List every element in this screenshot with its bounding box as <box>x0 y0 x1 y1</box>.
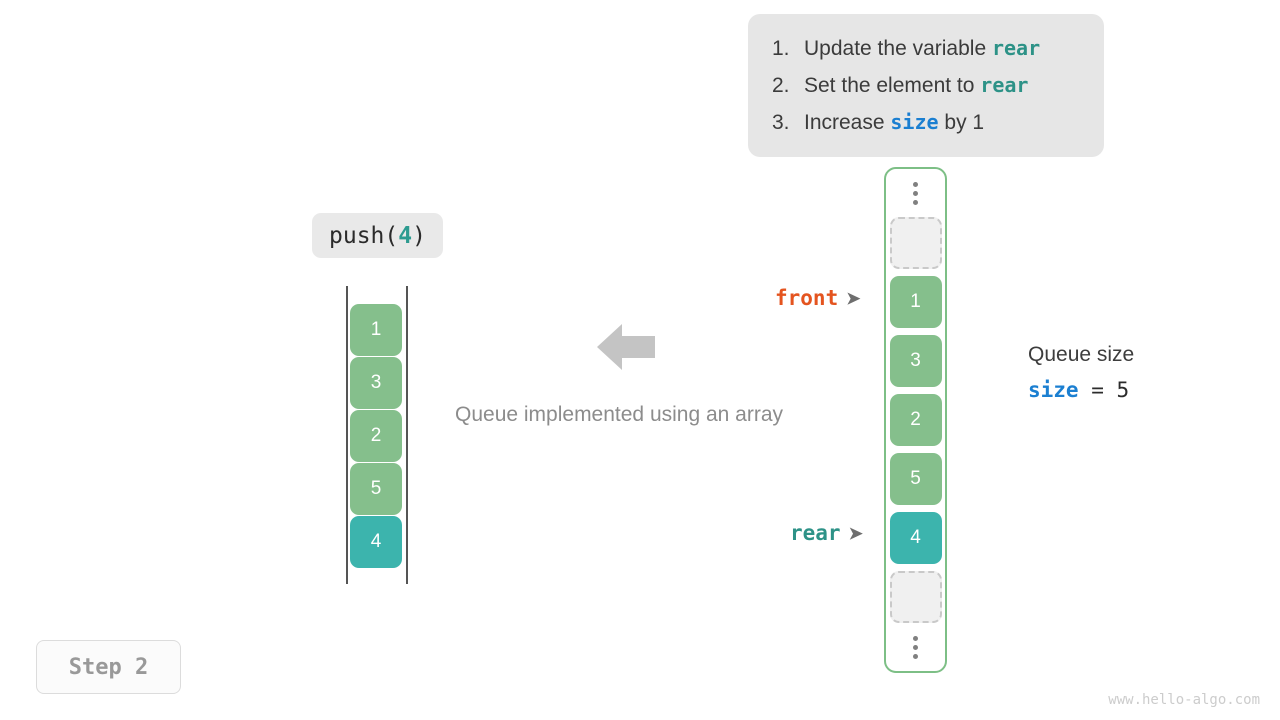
instruction-text: Update the variable rear <box>804 36 1041 60</box>
arrow-right-icon: ➤ <box>848 523 863 543</box>
keyword-size: size <box>890 110 939 134</box>
instruction-number: 2. <box>772 74 790 97</box>
instruction-item-3: 3. Increase size by 1 <box>748 104 1104 141</box>
queue-empty-cell <box>889 571 942 623</box>
array-bracket-left <box>346 286 348 584</box>
operation-close-paren: ) <box>412 222 426 249</box>
size-title: Queue size <box>1028 343 1135 366</box>
vertical-dots-icon-bottom <box>913 623 918 671</box>
queue-cell: 5 <box>889 453 942 505</box>
left-array-cell: 4 <box>350 516 402 568</box>
front-pointer-label: front <box>775 286 839 310</box>
vertical-dots-icon-top <box>913 169 918 217</box>
size-variable: size <box>1028 378 1079 402</box>
queue-cells: 1 3 2 5 4 <box>889 217 942 623</box>
step-badge: Step 2 <box>36 640 181 694</box>
instruction-text: Increase size by 1 <box>804 110 985 134</box>
queue-cell: 2 <box>889 394 942 446</box>
operation-argument: 4 <box>398 222 413 249</box>
instruction-number: 1. <box>772 37 790 60</box>
keyword-rear: rear <box>980 73 1029 97</box>
rear-pointer: rear ➤ <box>790 521 863 545</box>
size-info: Queue size size = 5 <box>1028 343 1134 402</box>
left-arrow-icon <box>597 322 655 377</box>
size-operator: = <box>1078 378 1117 402</box>
left-array-cell: 1 <box>350 304 402 356</box>
arrow-right-icon: ➤ <box>846 288 861 308</box>
instruction-number: 3. <box>772 111 790 134</box>
diagram-caption: Queue implemented using an array <box>455 403 784 426</box>
front-pointer: front ➤ <box>775 286 860 310</box>
queue-cell: 4 <box>889 512 942 564</box>
operation-label: push(4) <box>312 213 443 258</box>
instruction-item-2: 2. Set the element to rear <box>748 67 1104 104</box>
left-array-cell: 3 <box>350 357 402 409</box>
left-array-cell: 5 <box>350 463 402 515</box>
queue-cell: 3 <box>889 335 942 387</box>
instruction-text: Set the element to rear <box>804 73 1029 97</box>
size-expression: size = 5 <box>1028 378 1134 402</box>
watermark: www.hello-algo.com <box>1108 692 1260 708</box>
array-bracket-right <box>406 286 408 584</box>
queue-cell: 1 <box>889 276 942 328</box>
instruction-item-1: 1. Update the variable rear <box>748 30 1104 67</box>
queue-container: 1 3 2 5 4 <box>884 167 947 673</box>
operation-name: push( <box>329 222 399 249</box>
instruction-card: 1. Update the variable rear 2. Set the e… <box>748 14 1104 157</box>
queue-empty-cell <box>889 217 942 269</box>
keyword-rear: rear <box>991 36 1041 60</box>
rear-pointer-label: rear <box>790 521 841 545</box>
size-value: 5 <box>1116 378 1130 402</box>
left-array-cell: 2 <box>350 410 402 462</box>
